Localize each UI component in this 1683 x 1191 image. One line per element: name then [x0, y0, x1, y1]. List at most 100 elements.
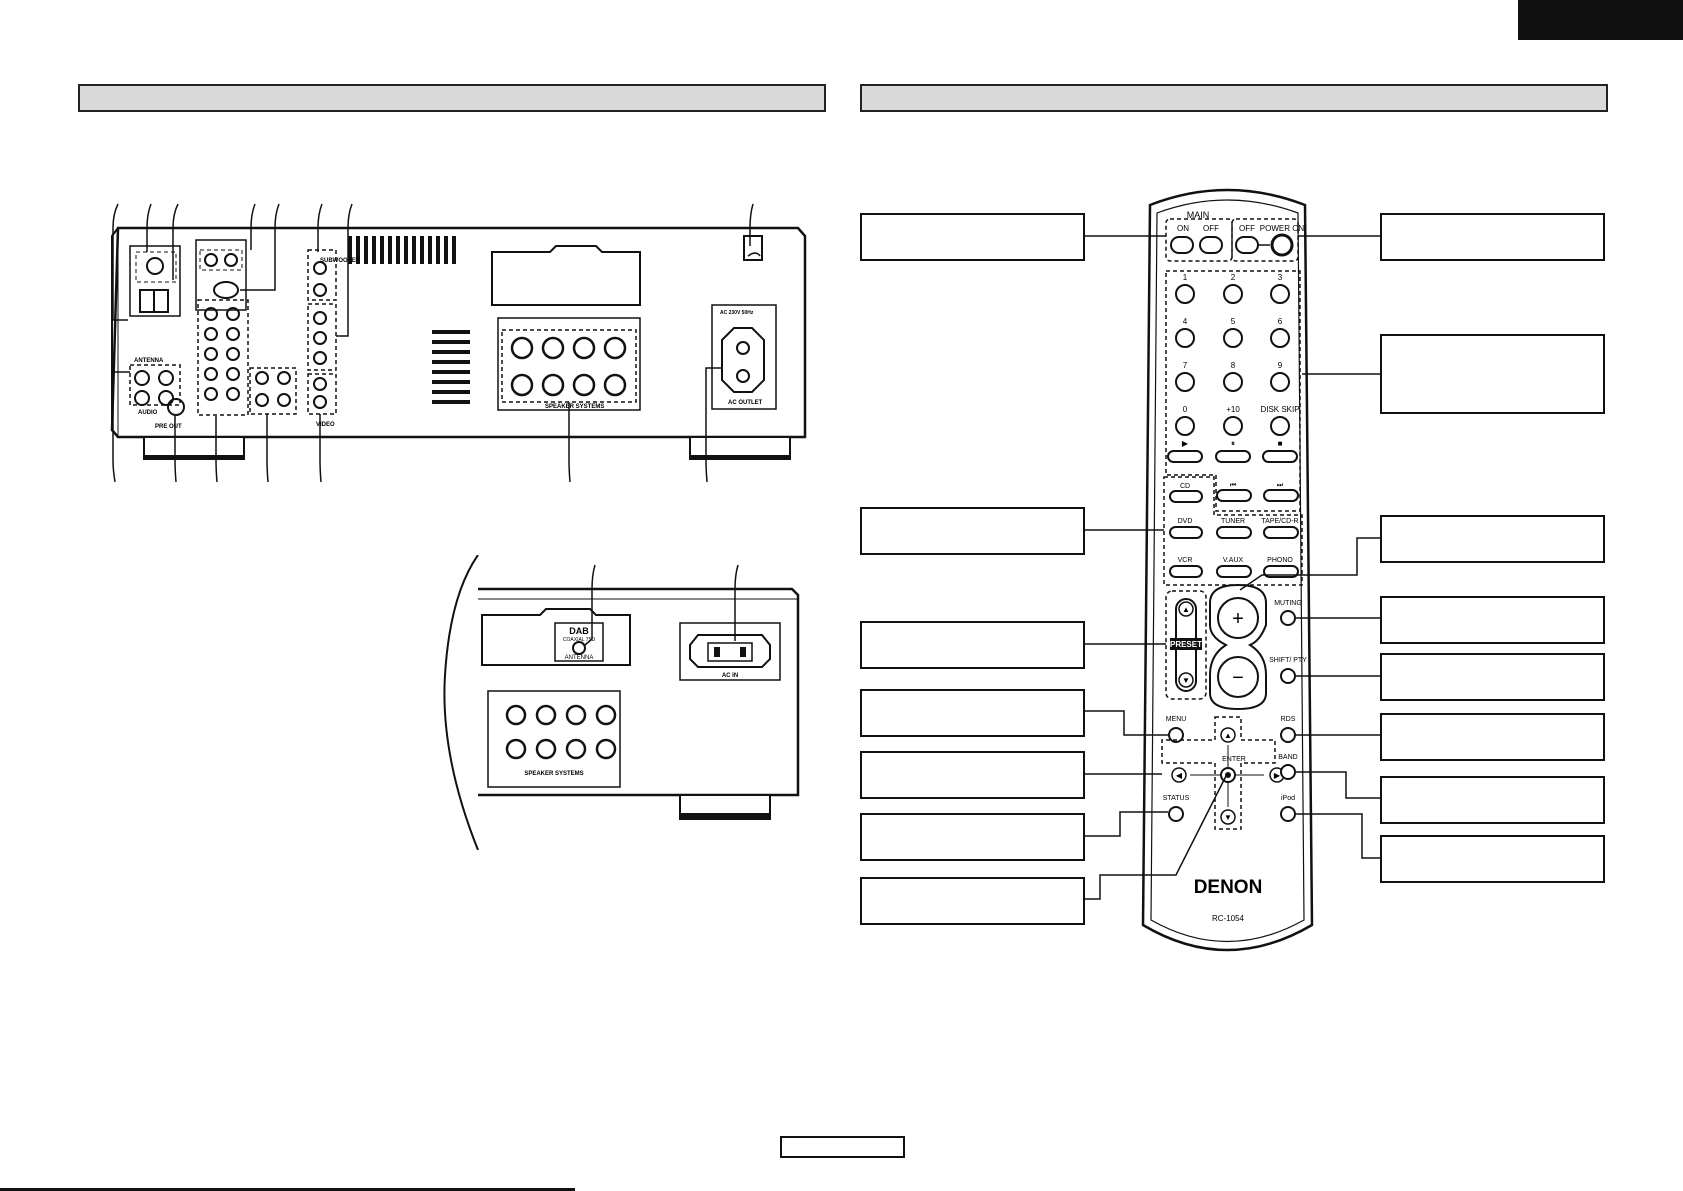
shift-button [1280, 668, 1296, 684]
numpad-label: 7 [1183, 361, 1188, 370]
callout-menu [860, 689, 1085, 737]
numpad-button[interactable] [1175, 416, 1195, 436]
vaux-button [1216, 565, 1252, 578]
shift-label: SHIFT/ PTY [1269, 657, 1307, 664]
antenna-label: ANTENNA [134, 358, 164, 364]
dvd-button [1169, 526, 1203, 539]
callout-source-select [860, 507, 1085, 555]
stop-icon: ■ [1278, 439, 1283, 448]
pre-out-label: PRE OUT [155, 424, 182, 430]
callout-enter [860, 877, 1085, 925]
callout-numpad [1380, 334, 1605, 414]
numpad-label: 4 [1183, 317, 1188, 326]
callout-volume [1380, 515, 1605, 563]
numpad-button[interactable] [1270, 328, 1290, 348]
cursor-right-icon: ▶ [1274, 771, 1281, 780]
ipod-button [1280, 806, 1296, 822]
enter-label: ENTER [1222, 756, 1246, 763]
pause-button[interactable] [1215, 450, 1251, 463]
numpad-button[interactable] [1270, 372, 1290, 392]
triangle-up-icon: ▲ [1182, 605, 1190, 614]
vcr-button [1169, 565, 1203, 578]
callout-ipod [1380, 835, 1605, 883]
ac-hole-top [736, 341, 750, 355]
numpad-button[interactable] [1223, 372, 1243, 392]
off-label: OFF [1203, 224, 1219, 233]
numpad-button[interactable] [1175, 284, 1195, 304]
cursor-up-icon: ▲ [1224, 731, 1232, 740]
ac-hole-bottom [736, 369, 750, 383]
page-number-box [780, 1136, 905, 1158]
audio-jack-grid [204, 307, 240, 401]
callout-power-on [1380, 213, 1605, 261]
menu-label: MENU [1166, 716, 1187, 723]
ipod-label: iPod [1281, 795, 1295, 802]
rear-panel-diagram: ANTENNA AUDIO PRE OUT SUBWOOFER VIDEO SP… [110, 203, 807, 483]
callout-shift [1380, 653, 1605, 701]
volume-down-button [1217, 656, 1259, 698]
dab-sub-label: COAXIAL 75Ω [563, 637, 595, 643]
numpad-label: 6 [1278, 317, 1283, 326]
skip-back-icon: ⏮ [1230, 482, 1236, 489]
numpad-button[interactable] [1223, 328, 1243, 348]
power-on-button [1270, 233, 1294, 257]
tape-label: TAPE/CD-R [1261, 518, 1298, 525]
dvd-label: DVD [1178, 518, 1193, 525]
numpad-button[interactable] [1223, 284, 1243, 304]
section-header-right [860, 84, 1608, 112]
cd-button [1169, 490, 1203, 503]
phono-label: PHONO [1267, 557, 1293, 564]
band-button [1280, 764, 1296, 780]
volume-up-button [1217, 597, 1259, 639]
video-label: VIDEO [316, 422, 335, 428]
stop-button[interactable] [1262, 450, 1298, 463]
numpad-label: +10 [1226, 405, 1240, 414]
play-button[interactable] [1167, 450, 1203, 463]
model-label: RC-1054 [1212, 914, 1245, 923]
callout-muting [1380, 596, 1605, 644]
leader-lines-top [112, 203, 754, 337]
phono-button [1263, 565, 1299, 578]
bottom-rule [0, 1188, 575, 1191]
cover-plate [491, 245, 641, 306]
ac-in-label: AC IN [722, 673, 738, 679]
cursor-down-icon: ▼ [1224, 813, 1232, 822]
power-on-label: POWER ON [1260, 224, 1305, 233]
tape-button [1263, 526, 1299, 539]
vaux-label: V.AUX [1223, 557, 1244, 564]
cursor-area [1161, 716, 1276, 830]
numpad-button[interactable] [1270, 284, 1290, 304]
dab-antenna-label: ANTENNA [565, 655, 594, 661]
preset-label: PRESET [1170, 640, 1202, 649]
rds-label: RDS [1281, 716, 1296, 723]
numpad-label: 5 [1231, 317, 1236, 326]
subwoofer-label: SUBWOOFER [320, 258, 360, 264]
callout-band [1380, 776, 1605, 824]
numpad-button[interactable] [1223, 416, 1243, 436]
muting-button [1280, 610, 1296, 626]
numpad-label: 2 [1231, 273, 1236, 282]
main-on-button [1170, 236, 1194, 254]
callout-main-power [860, 213, 1085, 261]
cd-label: CD [1180, 483, 1190, 490]
preset-up-button [1178, 601, 1194, 617]
numpad-label: 1 [1183, 273, 1188, 282]
side-vents [432, 330, 470, 404]
brand-logo: DENON [1194, 877, 1263, 898]
speaker-systems-label: SPEAKER SYSTEMS [545, 404, 604, 410]
numpad-button[interactable] [1175, 328, 1195, 348]
status-label: STATUS [1163, 795, 1190, 802]
callout-status [860, 813, 1085, 861]
numpad-label: 0 [1183, 405, 1188, 414]
numpad-button[interactable] [1175, 372, 1195, 392]
callout-rds [1380, 713, 1605, 761]
cursor-up-button [1220, 727, 1236, 743]
numpad-button[interactable] [1270, 416, 1290, 436]
power-off-button [1235, 236, 1259, 254]
volume-up-icon: + [1232, 608, 1244, 630]
cursor-left-icon: ◀ [1176, 771, 1183, 780]
rear-panel-detail: DAB COAXIAL 75Ω ANTENNA AC IN SPEAKER SY… [443, 555, 800, 850]
on-label: ON [1177, 224, 1189, 233]
skip-back-button [1216, 489, 1252, 502]
